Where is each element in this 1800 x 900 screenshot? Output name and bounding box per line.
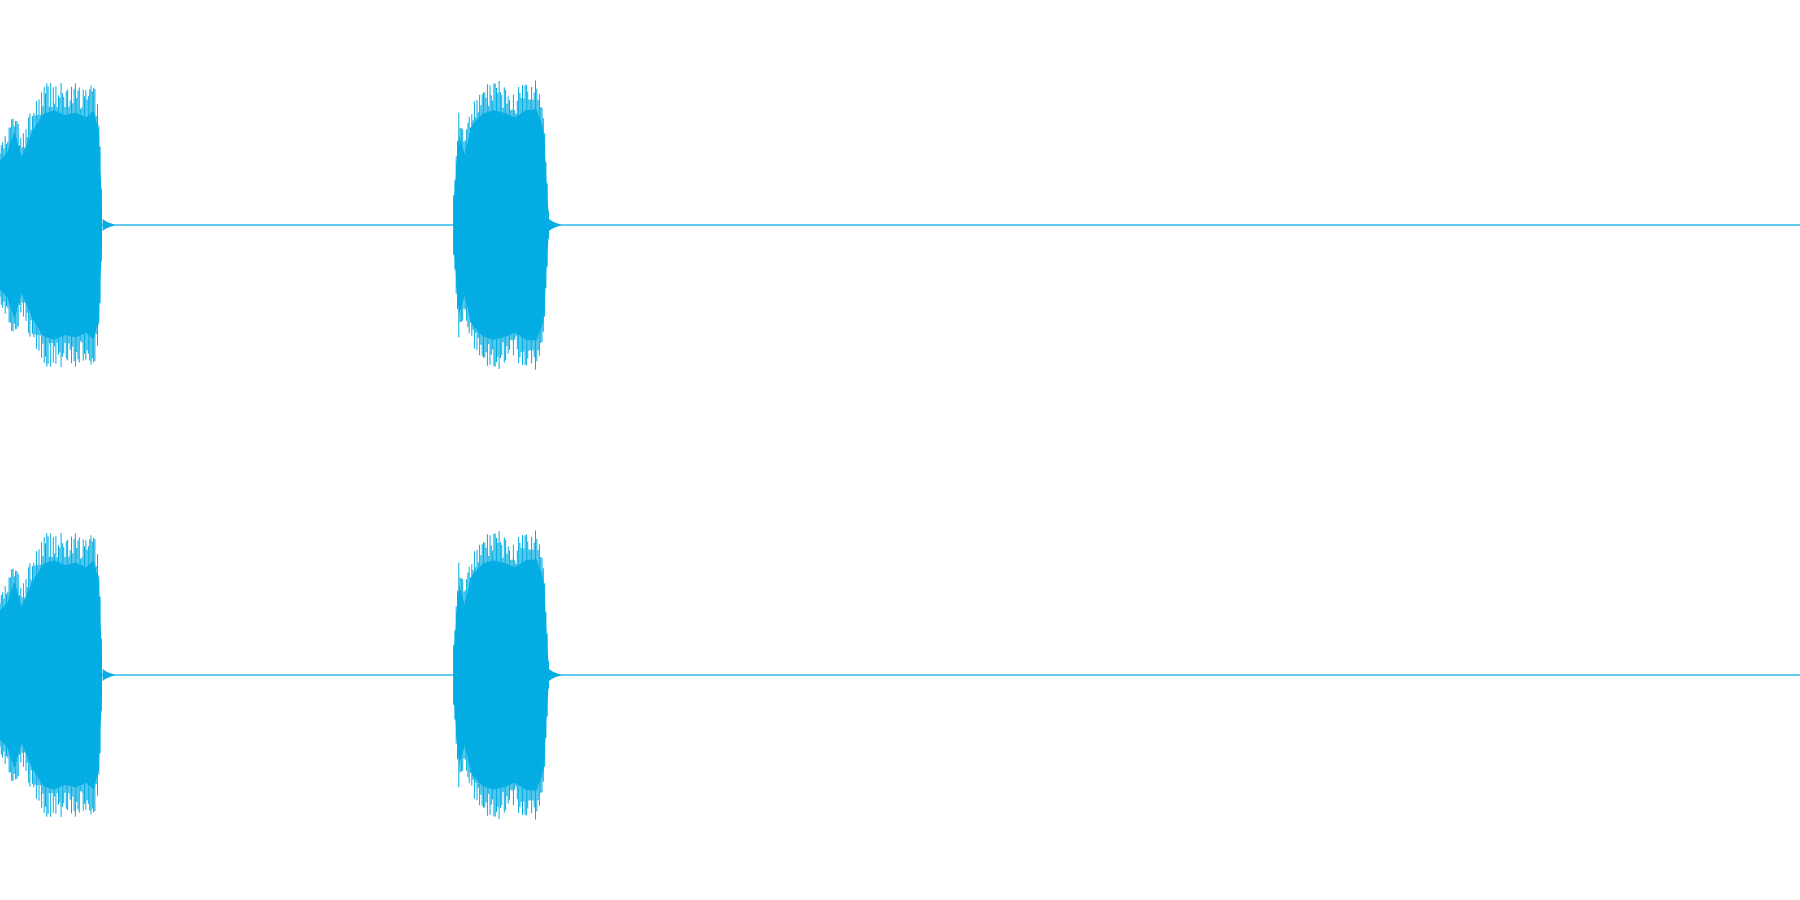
waveform-burst-tail bbox=[102, 219, 119, 231]
channels-layer bbox=[0, 80, 1800, 820]
waveform-burst-tail bbox=[549, 669, 565, 681]
channel-bottom bbox=[0, 530, 1800, 820]
channel-top bbox=[0, 80, 1800, 370]
waveform-burst-tail bbox=[549, 219, 565, 231]
waveform-burst-tail bbox=[102, 669, 119, 681]
